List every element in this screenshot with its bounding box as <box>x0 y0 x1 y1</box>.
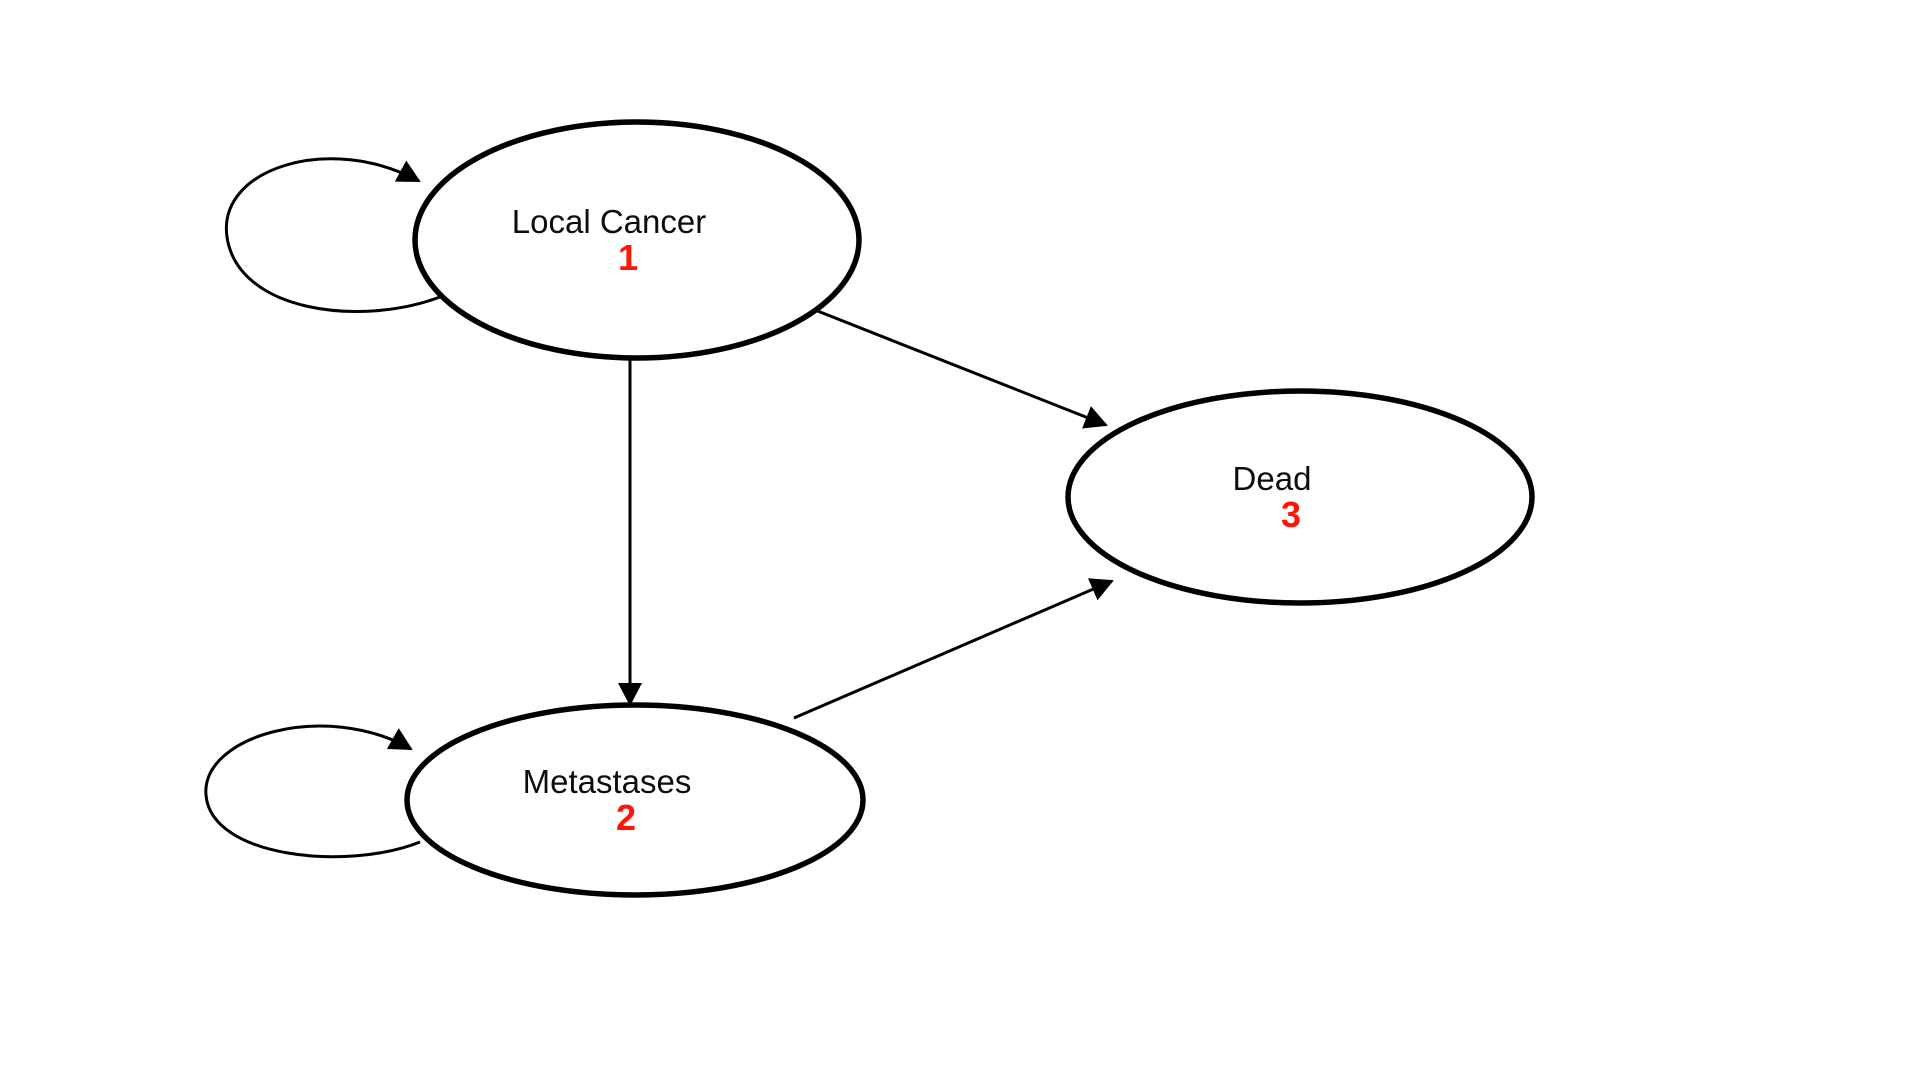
node-number-local-cancer: 1 <box>618 237 638 278</box>
node-number-metastases: 2 <box>616 797 636 838</box>
self-loop-metastases <box>204 724 421 859</box>
node-ellipse-local-cancer <box>412 119 862 361</box>
node-label-dead: Dead <box>1233 460 1312 497</box>
edge-metastases-to-dead <box>793 578 1114 720</box>
edge-local-cancer-to-dead <box>809 306 1108 429</box>
node-number-dead: 3 <box>1281 494 1301 535</box>
node-label-metastases: Metastases <box>523 763 692 800</box>
node-ellipse-metastases <box>404 702 866 898</box>
self-loop-local-cancer <box>224 157 441 313</box>
node-label-local-cancer: Local Cancer <box>512 203 706 240</box>
edges-layer <box>204 157 1114 859</box>
node-ellipse-dead <box>1065 388 1535 606</box>
